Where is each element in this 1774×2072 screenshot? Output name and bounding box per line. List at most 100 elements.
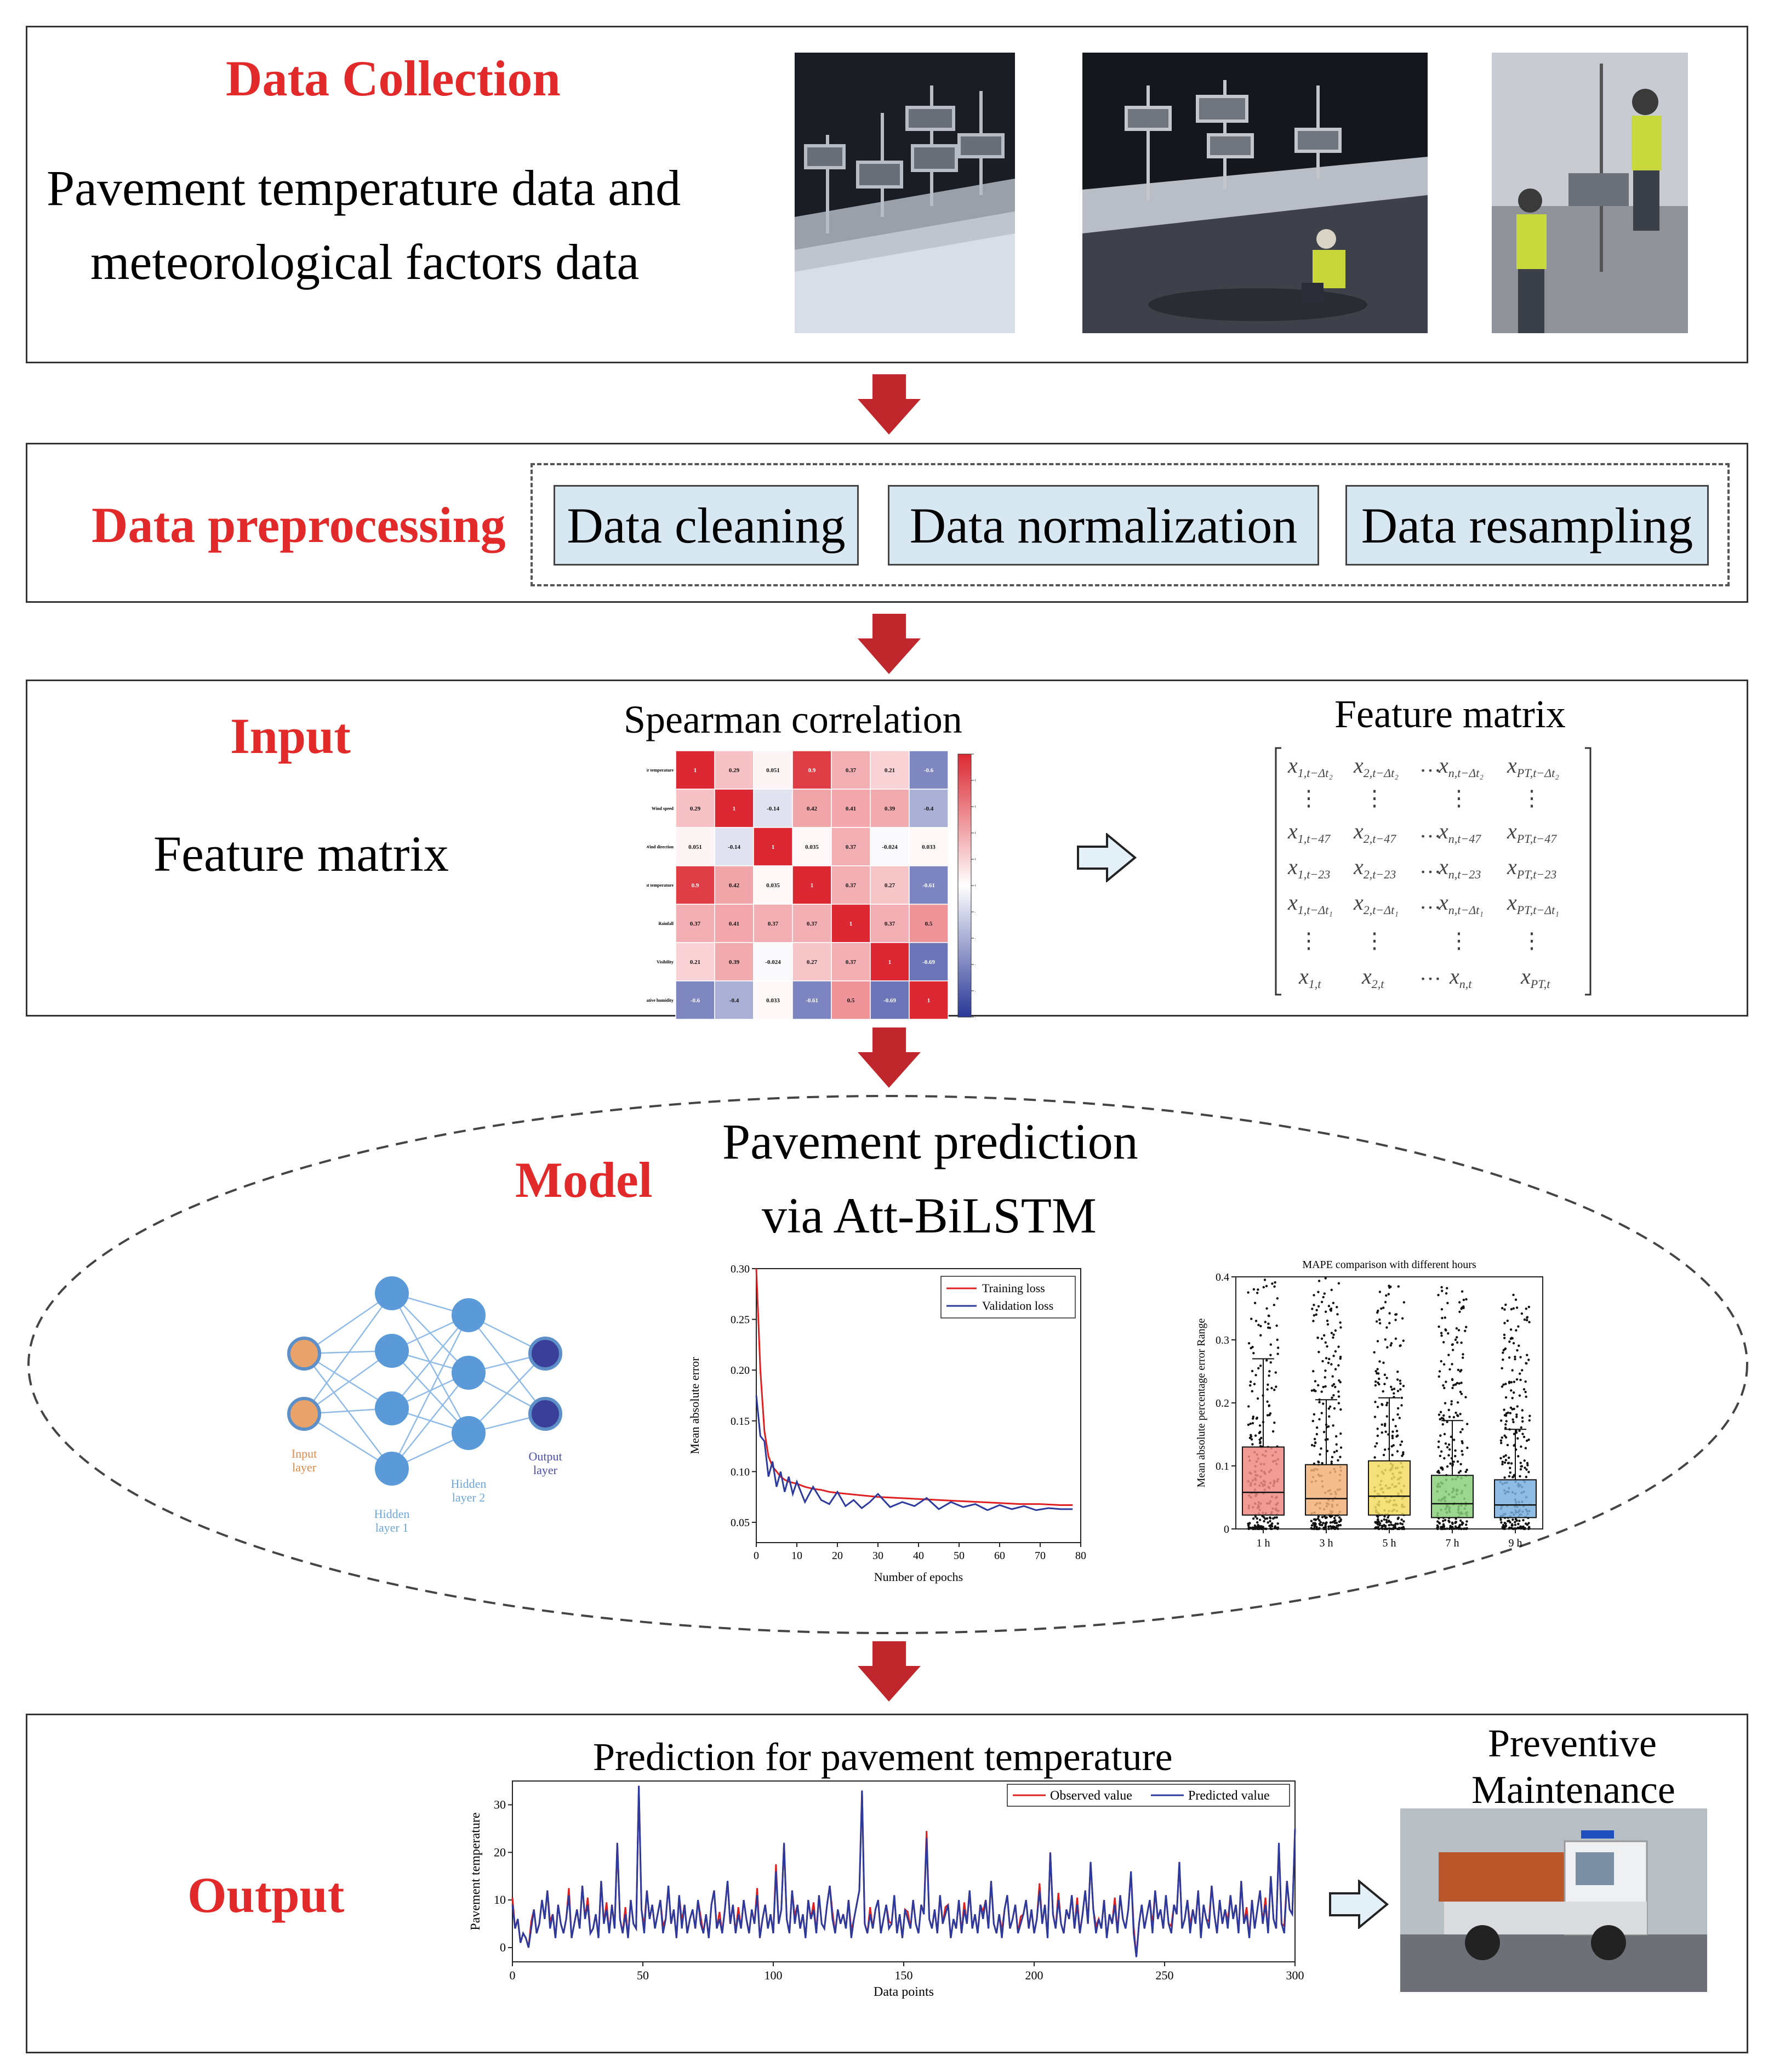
boxplot-point [1394, 1425, 1397, 1428]
boxplot-y-axis-label: Mean absolute percentage error Range [1195, 1318, 1207, 1488]
boxplot-point [1336, 1527, 1339, 1530]
boxplot-point [1262, 1526, 1264, 1529]
boxplot-point [1394, 1313, 1397, 1316]
boxplot-point [1402, 1453, 1405, 1455]
boxplot-point [1276, 1527, 1279, 1531]
colorbar-tick-label: 0.8 [975, 778, 976, 783]
boxplot-point [1388, 1523, 1390, 1527]
colorbar-tick-label: 0 [975, 883, 976, 888]
nn-output-label: layer [533, 1463, 558, 1477]
boxplot-point [1380, 1520, 1383, 1522]
boxplot-point [1457, 1368, 1460, 1371]
boxplot-point [1339, 1524, 1342, 1527]
nn-node [287, 1397, 321, 1431]
boxplot-point [1459, 1413, 1462, 1415]
boxplot-point [1252, 1352, 1255, 1355]
svg-text:xn,t−Δt₂: xn,t−Δt₂ [1438, 753, 1484, 780]
boxplot-point [1339, 1518, 1342, 1521]
flow-arrow-3 [858, 1028, 921, 1088]
boxplot-point [1447, 1354, 1450, 1356]
svg-text:xn,t−47: xn,t−47 [1438, 819, 1481, 846]
heatmap-cell-value: 0.051 [766, 767, 780, 774]
boxplot-point [1518, 1344, 1520, 1347]
boxplot-point [1508, 1526, 1511, 1529]
boxplot-point [1452, 1415, 1456, 1419]
boxplot-point [1503, 1461, 1507, 1464]
heatmap-cell-value: 0.29 [690, 806, 701, 812]
boxplot-point [1328, 1405, 1332, 1408]
boxplot-point [1265, 1285, 1268, 1288]
flow-arrow-4 [858, 1641, 921, 1702]
boxplot-point [1381, 1423, 1383, 1426]
heatmap-row-label: Wind direction [647, 844, 674, 849]
prediction-x-tick-label: 100 [765, 1968, 783, 1982]
boxplot-point [1511, 1369, 1514, 1372]
boxplot-point [1517, 1325, 1520, 1328]
boxplot-category-label: 5 h [1383, 1537, 1396, 1549]
heatmap-cell [792, 980, 832, 1019]
boxplot-point [1334, 1329, 1337, 1332]
boxplot-point [1457, 1471, 1461, 1474]
prediction-y-tick-label: 20 [494, 1845, 506, 1859]
boxplot-point [1509, 1328, 1513, 1331]
boxplot-point [1373, 1415, 1377, 1418]
boxplot-point [1465, 1469, 1468, 1471]
boxplot-point [1318, 1527, 1321, 1529]
nn-output-label: Output [528, 1449, 562, 1463]
boxplot-point [1440, 1450, 1443, 1453]
boxplot-point [1390, 1388, 1394, 1391]
svg-text:xPT,t: xPT,t [1520, 964, 1550, 991]
boxplot-point [1523, 1318, 1526, 1321]
boxplot-point [1327, 1527, 1330, 1531]
boxplot-point [1385, 1521, 1388, 1523]
boxplot-point [1506, 1443, 1509, 1447]
svg-text:x1,t−47: x1,t−47 [1287, 819, 1331, 846]
boxplot-point [1527, 1305, 1531, 1309]
boxplot-y-tick-label: 0.3 [1216, 1334, 1229, 1346]
boxplot-point [1514, 1357, 1516, 1361]
heatmap-cell [792, 942, 832, 981]
data-resampling-step: Data resampling [1345, 485, 1709, 566]
boxplot-point [1378, 1377, 1381, 1380]
boxplot-point [1437, 1446, 1440, 1448]
boxplot-box [1242, 1446, 1285, 1516]
boxplot-point [1334, 1435, 1338, 1438]
boxplot-point [1337, 1345, 1340, 1348]
boxplot-point [1330, 1288, 1333, 1292]
boxplot-point [1330, 1309, 1332, 1312]
heatmap-row-label: Air temperature [647, 768, 674, 773]
boxplot-point [1376, 1428, 1379, 1430]
boxplot-point [1510, 1389, 1513, 1392]
boxplot-point [1247, 1527, 1250, 1531]
prediction-x-tick-label: 250 [1156, 1968, 1174, 1982]
heatmap-cell-value: 0.035 [805, 844, 819, 851]
boxplot-point [1377, 1518, 1379, 1521]
colorbar-tick-label: -0.2 [975, 909, 976, 915]
boxplot-point [1508, 1340, 1511, 1343]
boxplot-point [1383, 1515, 1386, 1518]
boxplot-point [1330, 1307, 1333, 1310]
svg-text:…: … [1419, 853, 1441, 878]
loss-legend-label: Validation loss [982, 1299, 1053, 1312]
boxplot-box [1368, 1460, 1411, 1516]
boxplot-point [1454, 1383, 1457, 1386]
boxplot-point [1514, 1527, 1517, 1530]
boxplot-point [1333, 1407, 1336, 1410]
boxplot-point [1392, 1524, 1395, 1527]
boxplot-point [1511, 1397, 1514, 1400]
boxplot-point [1382, 1361, 1385, 1364]
boxplot-point [1324, 1526, 1327, 1528]
boxplot-point [1331, 1384, 1334, 1387]
nn-hidden2-label: Hidden [451, 1477, 487, 1491]
prediction-x-axis-label: Data points [874, 1985, 934, 1999]
model-heading-line1: Pavement prediction [722, 1114, 1138, 1169]
boxplot-point [1510, 1462, 1513, 1465]
boxplot-point [1501, 1463, 1504, 1466]
boxplot-point [1396, 1390, 1400, 1392]
boxplot-point [1516, 1526, 1519, 1529]
boxplot-point [1446, 1446, 1449, 1449]
boxplot-point [1501, 1307, 1504, 1310]
boxplot-point [1267, 1521, 1269, 1524]
boxplot-point [1375, 1320, 1378, 1323]
boxplot-point [1515, 1378, 1519, 1381]
